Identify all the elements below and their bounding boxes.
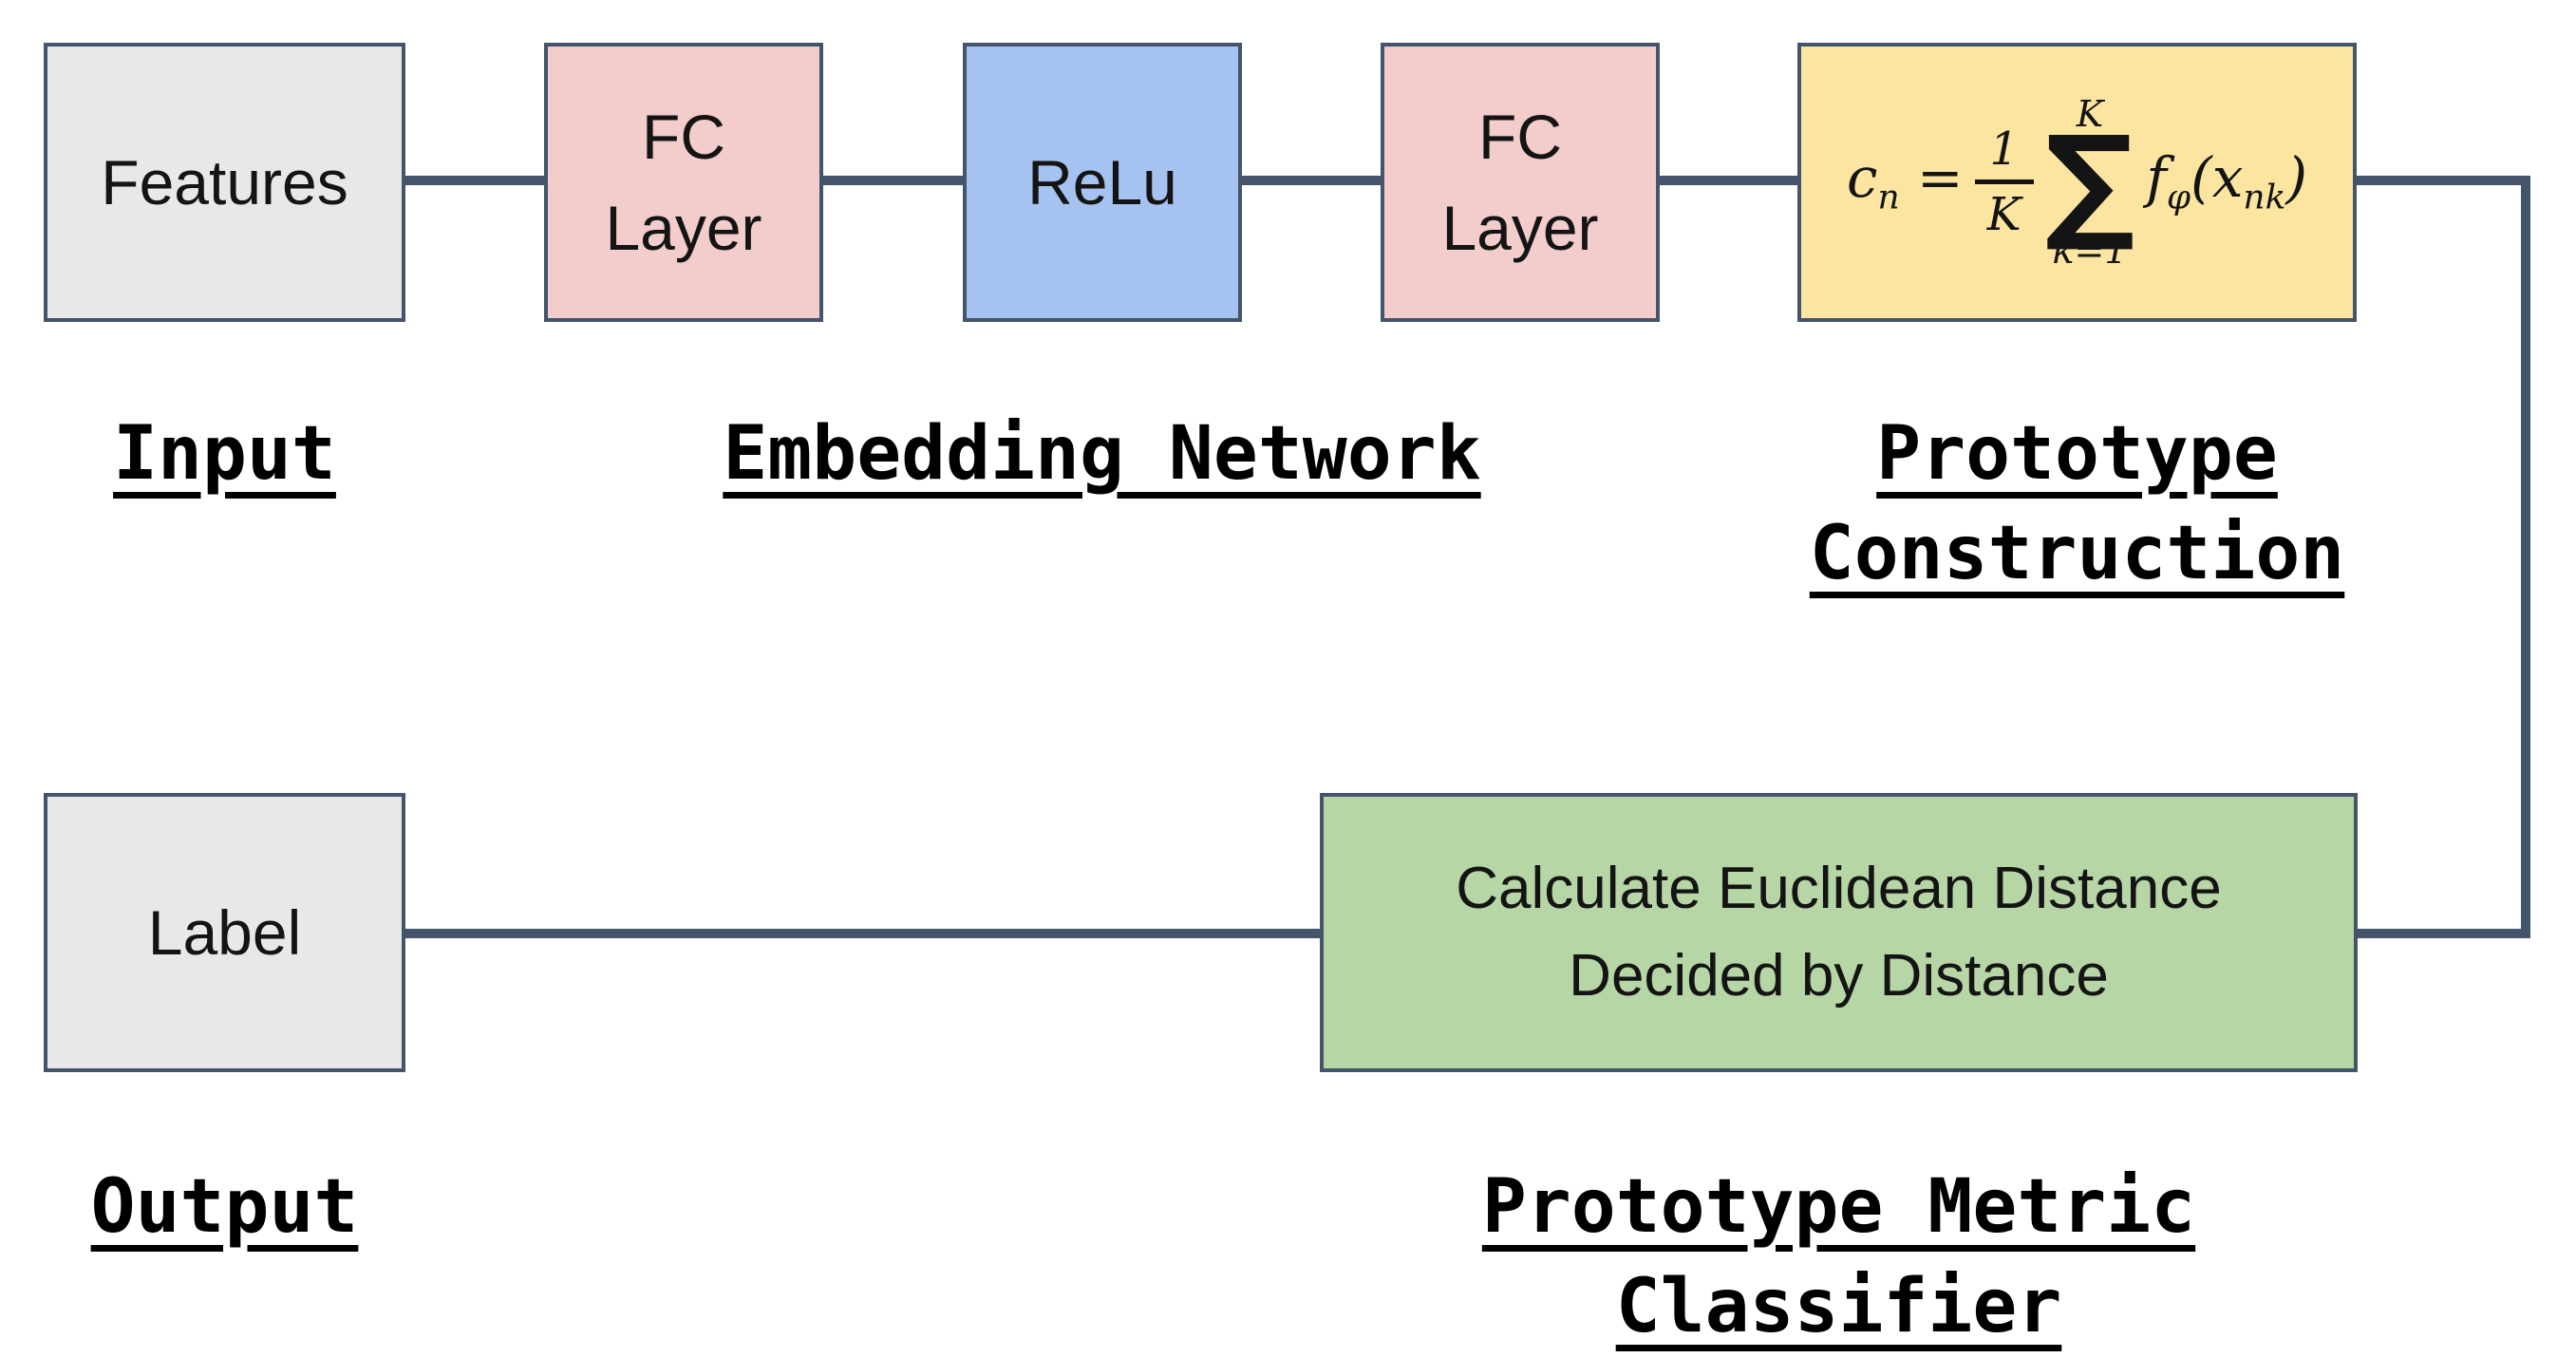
classifier-label-line2: Decided by Distance — [1569, 943, 2109, 1009]
connector-right-bottom-horizontal — [2357, 929, 2530, 938]
label-box: Label — [44, 793, 405, 1072]
fraction-bar — [1974, 179, 2034, 185]
formula-denominator: K — [1986, 188, 2021, 242]
prototype-metric-classifier-heading: Prototype Metric Classifier — [1320, 1158, 2358, 1357]
fc-layer-1-label-line2: Layer — [605, 193, 762, 263]
connector-relu-fc2 — [1242, 176, 1381, 185]
fc-layer-1-box: FC Layer — [544, 43, 823, 322]
formula-lhs: cn = — [1846, 144, 1964, 217]
prototype-construction-heading: Prototype Construction — [1797, 405, 2357, 604]
summation-lower-limit: k=1 — [2052, 230, 2128, 273]
fc-layer-2-label-line2: Layer — [1441, 193, 1599, 263]
input-heading: Input — [44, 405, 405, 504]
fc-layer-2-label-line1: FC — [1478, 102, 1562, 172]
prototype-construction-line2: Construction — [1809, 511, 2345, 596]
connector-fc2-formula — [1660, 176, 1797, 185]
prototype-metric-line2: Classifier — [1615, 1264, 2062, 1349]
formula-rhs: fφ(xnk) — [2146, 144, 2308, 217]
input-heading-text: Input — [113, 411, 336, 497]
embedding-network-heading: Embedding Network — [544, 405, 1660, 504]
sigma-symbol: ∑ — [2044, 108, 2135, 255]
formula-summation: K ∑ k=1 — [2045, 96, 2135, 270]
formula-numerator: 1 — [1989, 123, 2019, 177]
features-box: Features — [44, 43, 405, 322]
connector-features-fc1 — [405, 176, 544, 185]
connector-fc1-relu — [823, 176, 963, 185]
prototype-metric-line1: Prototype Metric — [1481, 1164, 2196, 1250]
summation-upper-limit: K — [2076, 92, 2104, 135]
embedding-network-heading-text: Embedding Network — [723, 411, 1481, 497]
output-heading: Output — [44, 1158, 405, 1257]
output-heading-text: Output — [90, 1164, 359, 1250]
prototype-formula: cn = 1 K K ∑ k=1 fφ(xnk) — [1847, 96, 2307, 270]
relu-box: ReLu — [963, 43, 1242, 322]
connector-label-classifier — [405, 929, 1320, 938]
classifier-box: Calculate Euclidean Distance Decided by … — [1320, 793, 2358, 1072]
fc-layer-2-box: FC Layer — [1381, 43, 1660, 322]
relu-box-label: ReLu — [1027, 147, 1177, 217]
connector-formula-right-horizontal — [2357, 176, 2530, 185]
label-box-label: Label — [147, 897, 302, 968]
fc-layer-1-label-line1: FC — [642, 102, 725, 172]
classifier-label-line1: Calculate Euclidean Distance — [1456, 856, 2222, 921]
features-box-label: Features — [101, 147, 348, 217]
prototype-formula-box: cn = 1 K K ∑ k=1 fφ(xnk) — [1797, 43, 2357, 322]
connector-right-vertical — [2521, 176, 2530, 938]
formula-fraction: 1 K — [1974, 123, 2034, 242]
prototype-construction-line1: Prototype — [1876, 411, 2278, 497]
